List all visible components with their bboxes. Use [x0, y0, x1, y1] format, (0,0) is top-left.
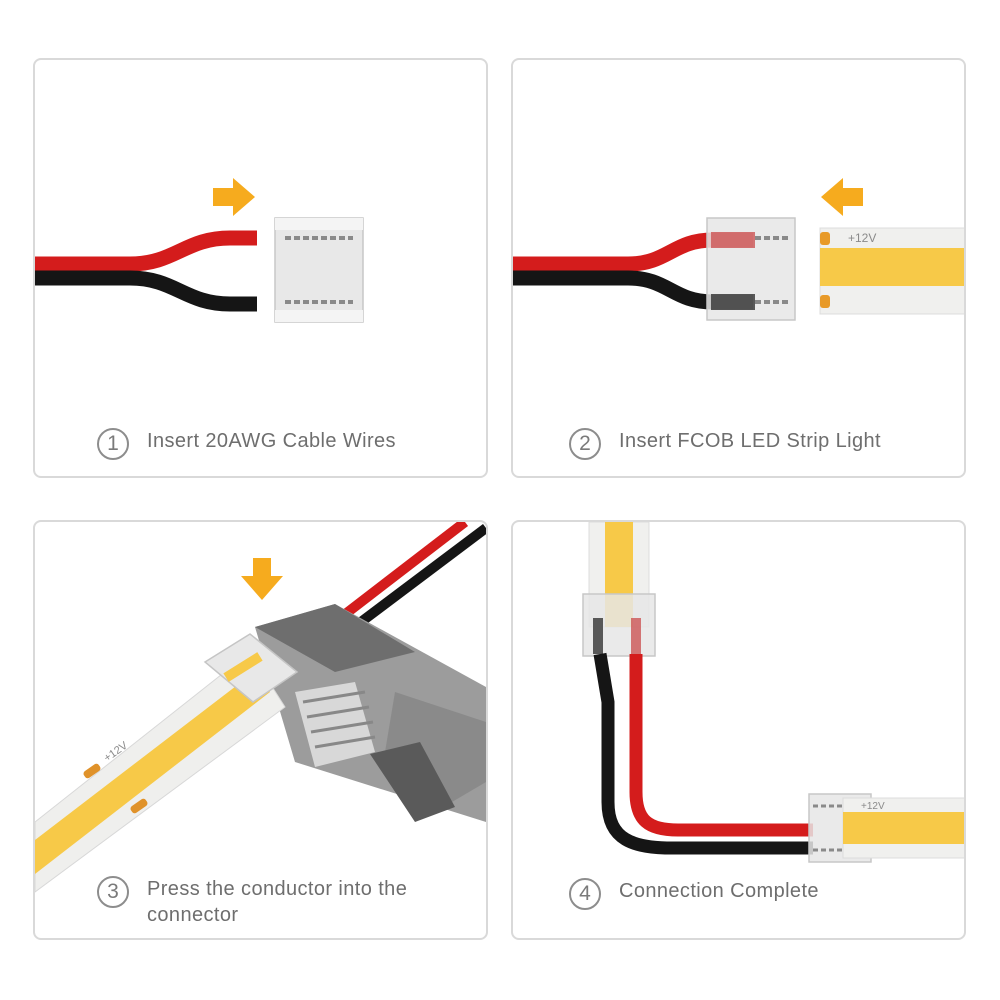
cable-wires: [593, 652, 813, 855]
strip-marking: +12V: [848, 231, 876, 245]
step-number-badge: 2: [569, 428, 601, 460]
step-3-panel: +12V 3 Press the conductor into the conn…: [33, 520, 488, 940]
step-3-caption: 3 Press the conductor into the connector: [97, 876, 417, 928]
led-strip: +12V: [35, 651, 286, 893]
arrow-down-icon: [241, 558, 283, 600]
connector: [274, 217, 364, 323]
arrow-left-icon: [821, 178, 863, 216]
step-label: Connection Complete: [619, 880, 819, 902]
step-number-badge: 1: [97, 428, 129, 460]
step-2-caption: 2 Insert FCOB LED Strip Light: [569, 428, 881, 460]
cable-wires: [35, 230, 257, 312]
step-4-illustration: +12V: [582, 522, 964, 863]
led-strip: +12V: [819, 227, 964, 315]
step-1-panel: 1 Insert 20AWG Cable Wires: [33, 58, 488, 478]
step-label: Press the conductor into the connector: [147, 878, 408, 926]
step-3-illustration: +12V: [35, 522, 486, 893]
step-2-illustration: +12V: [513, 178, 964, 321]
step-number-badge: 4: [569, 878, 601, 910]
connector: [582, 593, 656, 657]
arrow-right-icon: [213, 178, 255, 216]
cable-wires: [331, 522, 486, 638]
step-2-panel: +12V 2 Insert FCOB LED Strip Light: [511, 58, 966, 478]
strip-marking: +12V: [861, 801, 885, 812]
step-4-caption: 4 Connection Complete: [569, 878, 819, 910]
step-1-illustration: [35, 178, 364, 323]
step-label: Insert 20AWG Cable Wires: [147, 430, 396, 452]
step-1-caption: 1 Insert 20AWG Cable Wires: [97, 428, 396, 460]
step-4-panel: +12V 4 Connection Complete: [511, 520, 966, 940]
connector: [706, 217, 796, 321]
led-strip-horizontal: +12V: [842, 797, 964, 859]
step-number-badge: 3: [97, 876, 129, 908]
connector: [203, 633, 299, 703]
step-label: Insert FCOB LED Strip Light: [619, 430, 882, 452]
press-tool: [255, 604, 486, 822]
